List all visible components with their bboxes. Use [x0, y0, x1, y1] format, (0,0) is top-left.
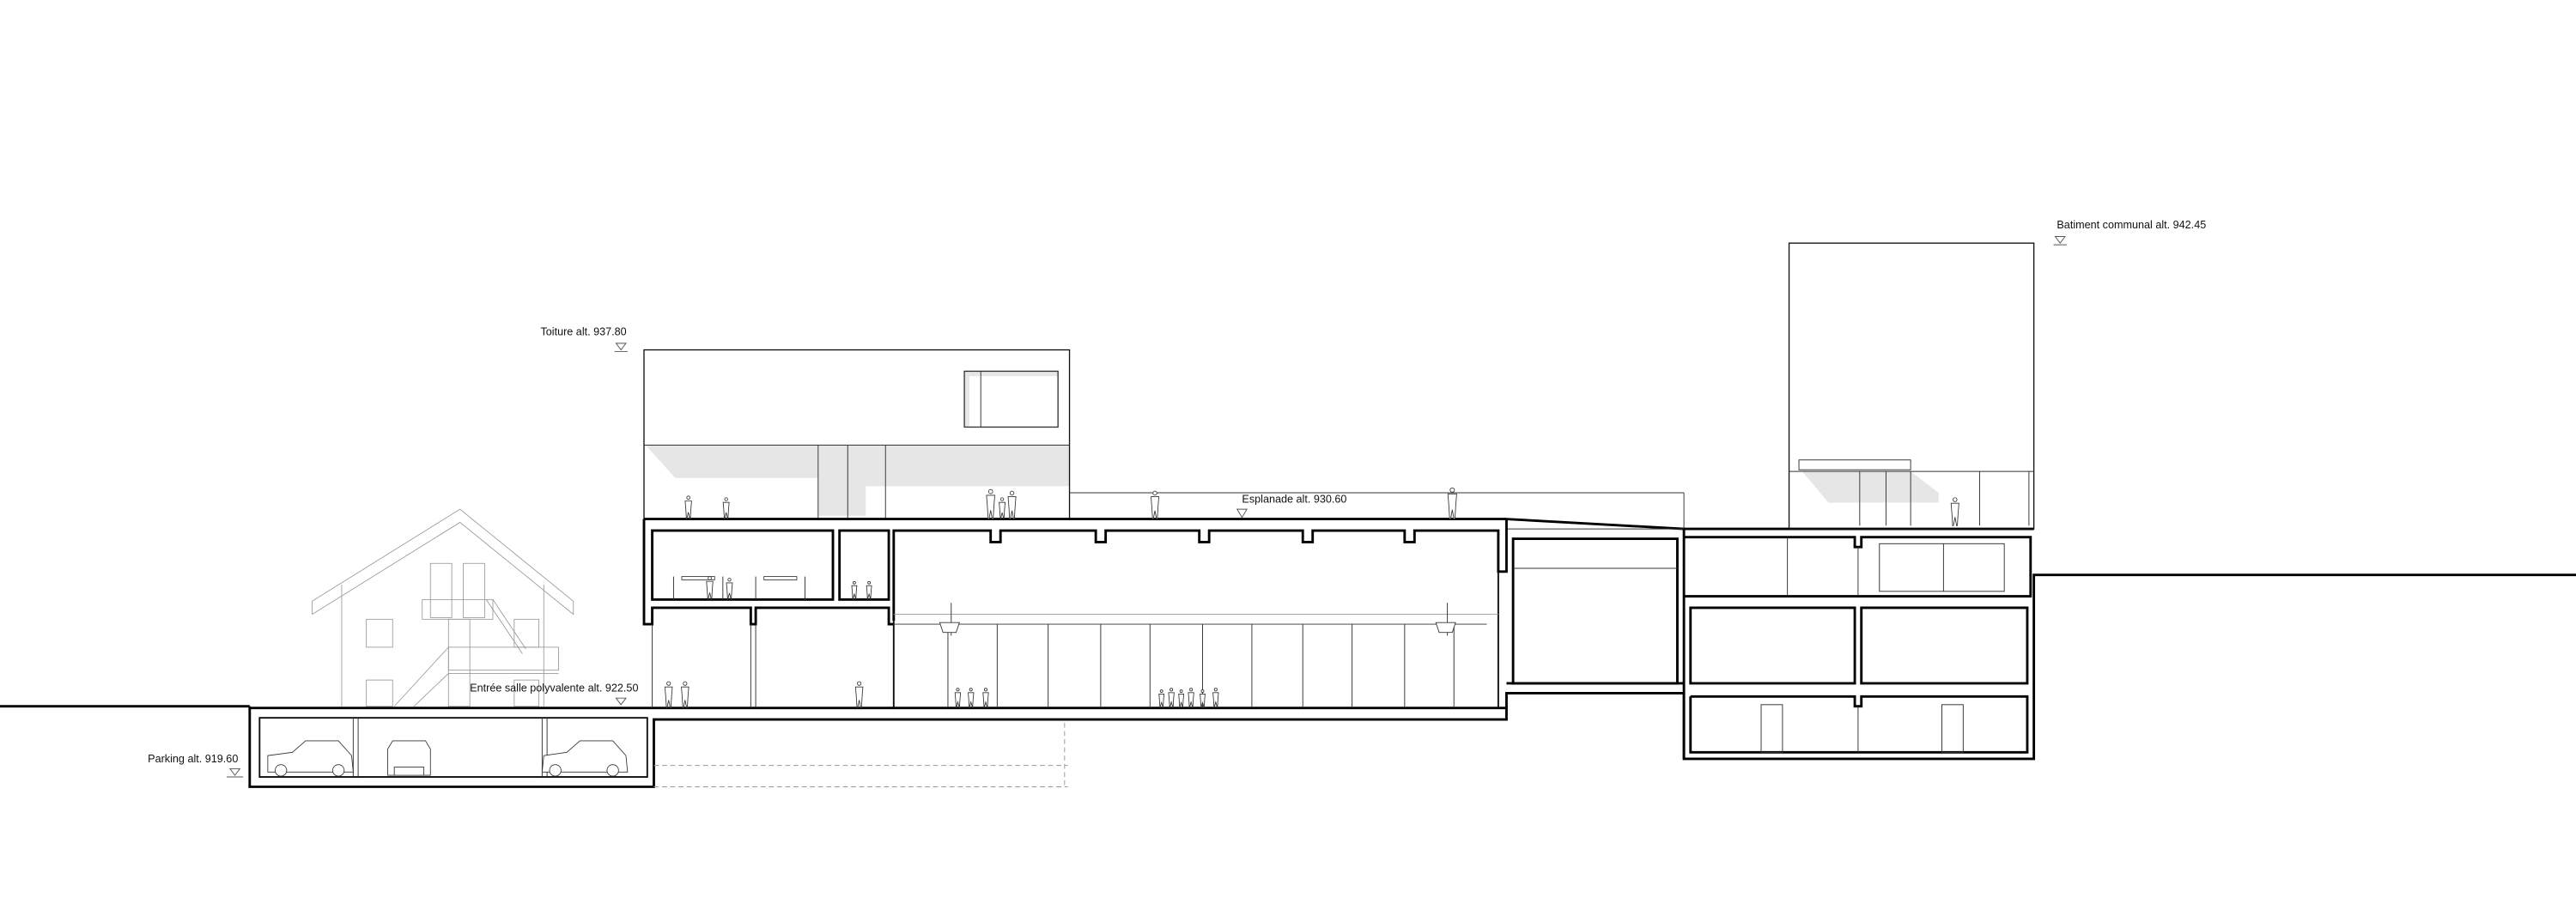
level-marker-entree: Entrée salle polyvalente alt. 922.50	[470, 682, 638, 706]
person-icon	[854, 681, 864, 709]
communal-building	[1682, 242, 2035, 759]
person-icon	[866, 580, 872, 600]
level-marker-toiture: Toiture alt. 937.80	[540, 325, 628, 352]
person-icon	[664, 681, 673, 709]
level-label-entree: Entrée salle polyvalente alt. 922.50	[470, 682, 638, 695]
level-label-parking: Parking alt. 919.60	[148, 753, 238, 765]
person-icon	[726, 578, 733, 600]
level-triangle-icon	[227, 767, 244, 778]
person-icon	[722, 497, 730, 520]
person-icon	[1007, 490, 1017, 520]
ground-and-foundations	[0, 573, 2576, 788]
person-icon	[681, 681, 690, 709]
person-icon	[999, 497, 1006, 520]
person-icon	[1178, 689, 1185, 709]
person-icon	[1158, 689, 1165, 709]
person-icon	[1168, 688, 1175, 709]
person-icon	[986, 488, 995, 520]
person-icon	[1447, 487, 1457, 520]
level-marker-parking: Parking alt. 919.60	[148, 753, 244, 778]
person-icon	[1950, 497, 1959, 526]
person-icon	[684, 495, 692, 520]
level-marker-batiment: Batiment communal alt. 942.45	[2053, 219, 2206, 246]
dining-tables	[672, 576, 805, 600]
person-icon	[1188, 688, 1194, 709]
car-1	[267, 740, 354, 777]
person-icon	[968, 688, 975, 709]
hall-wall-panels	[947, 624, 1455, 708]
car-2	[387, 740, 431, 776]
car-3	[541, 740, 629, 777]
level-triangle-icon	[2053, 236, 2067, 246]
people-silhouettes	[664, 487, 1959, 709]
person-icon	[1200, 689, 1206, 709]
level-label-esplanade: Esplanade alt. 930.60	[1242, 493, 1346, 505]
person-icon	[851, 580, 858, 600]
main-building	[642, 519, 1508, 708]
upper-pavilion	[643, 349, 1071, 520]
neighbour-house	[312, 508, 574, 707]
parking-level	[258, 717, 648, 778]
person-icon	[706, 576, 714, 600]
level-triangle-icon	[615, 697, 627, 706]
person-icon	[982, 688, 989, 709]
basket-hoop-right	[1435, 603, 1456, 636]
level-marker-esplanade: Esplanade alt. 930.60	[1236, 493, 1346, 519]
connector-volume	[1506, 537, 1685, 685]
level-triangle-icon	[1236, 508, 1249, 519]
level-triangle-icon	[614, 343, 628, 352]
person-icon	[1151, 490, 1160, 520]
basket-hoop-left	[939, 603, 960, 636]
level-label-toiture: Toiture alt. 937.80	[540, 325, 626, 337]
person-icon	[954, 688, 962, 709]
level-label-batiment: Batiment communal alt. 942.45	[2057, 219, 2206, 231]
person-icon	[1212, 688, 1219, 709]
